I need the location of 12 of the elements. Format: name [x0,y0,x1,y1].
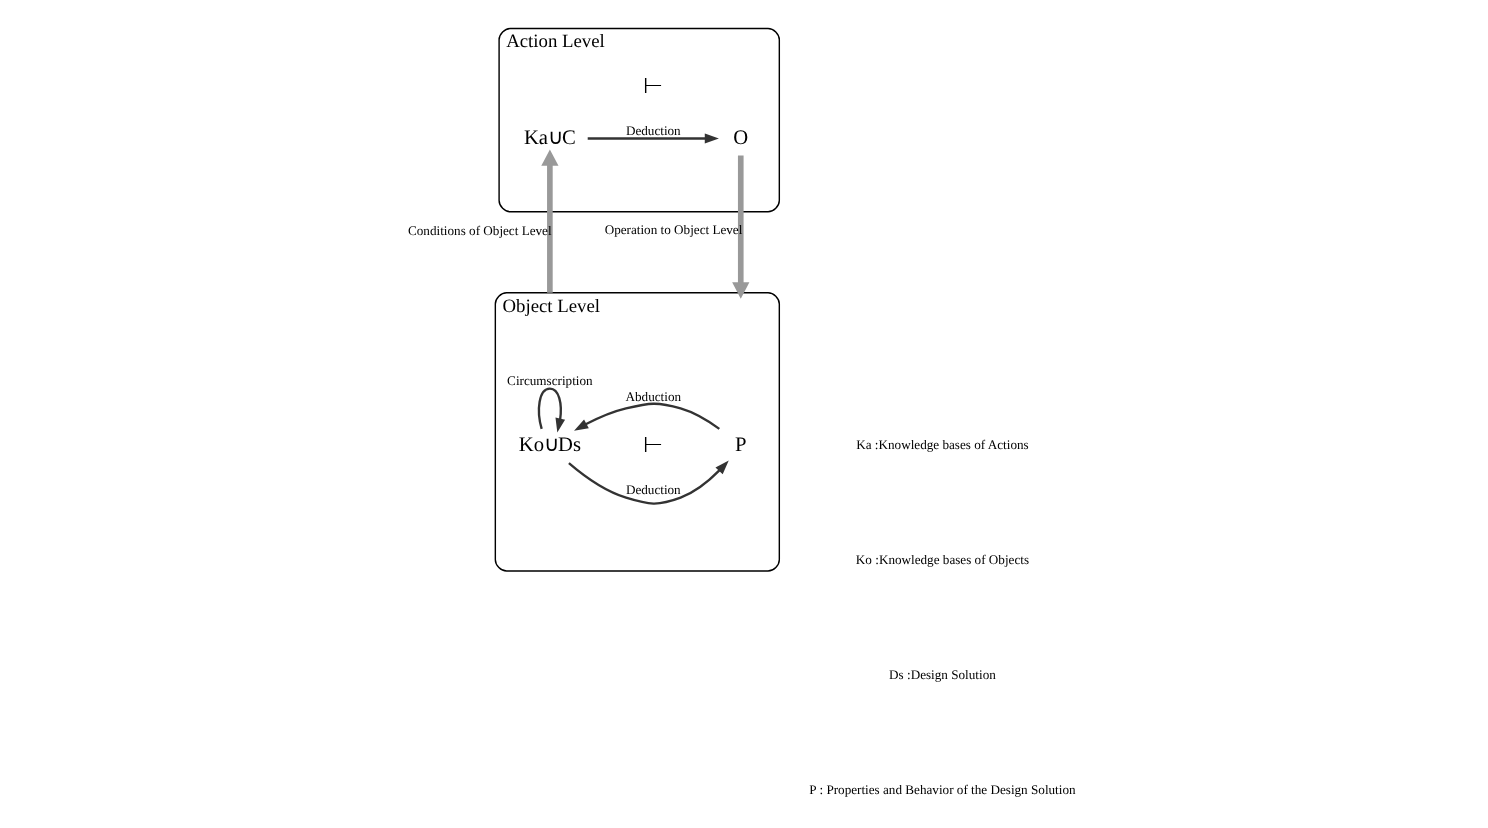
label: ⊢ [642,433,663,458]
label: ⊢ [642,74,663,99]
arrow [731,155,749,299]
node-text: O [732,127,748,150]
arrow [586,133,718,144]
node-text: P [734,435,746,458]
arrow [573,402,719,431]
arrow [540,149,558,293]
arrow [567,460,728,505]
arrow [536,387,565,433]
node-text: Ka∪C [522,127,575,150]
node-text: Ko∪Ds [517,435,580,458]
